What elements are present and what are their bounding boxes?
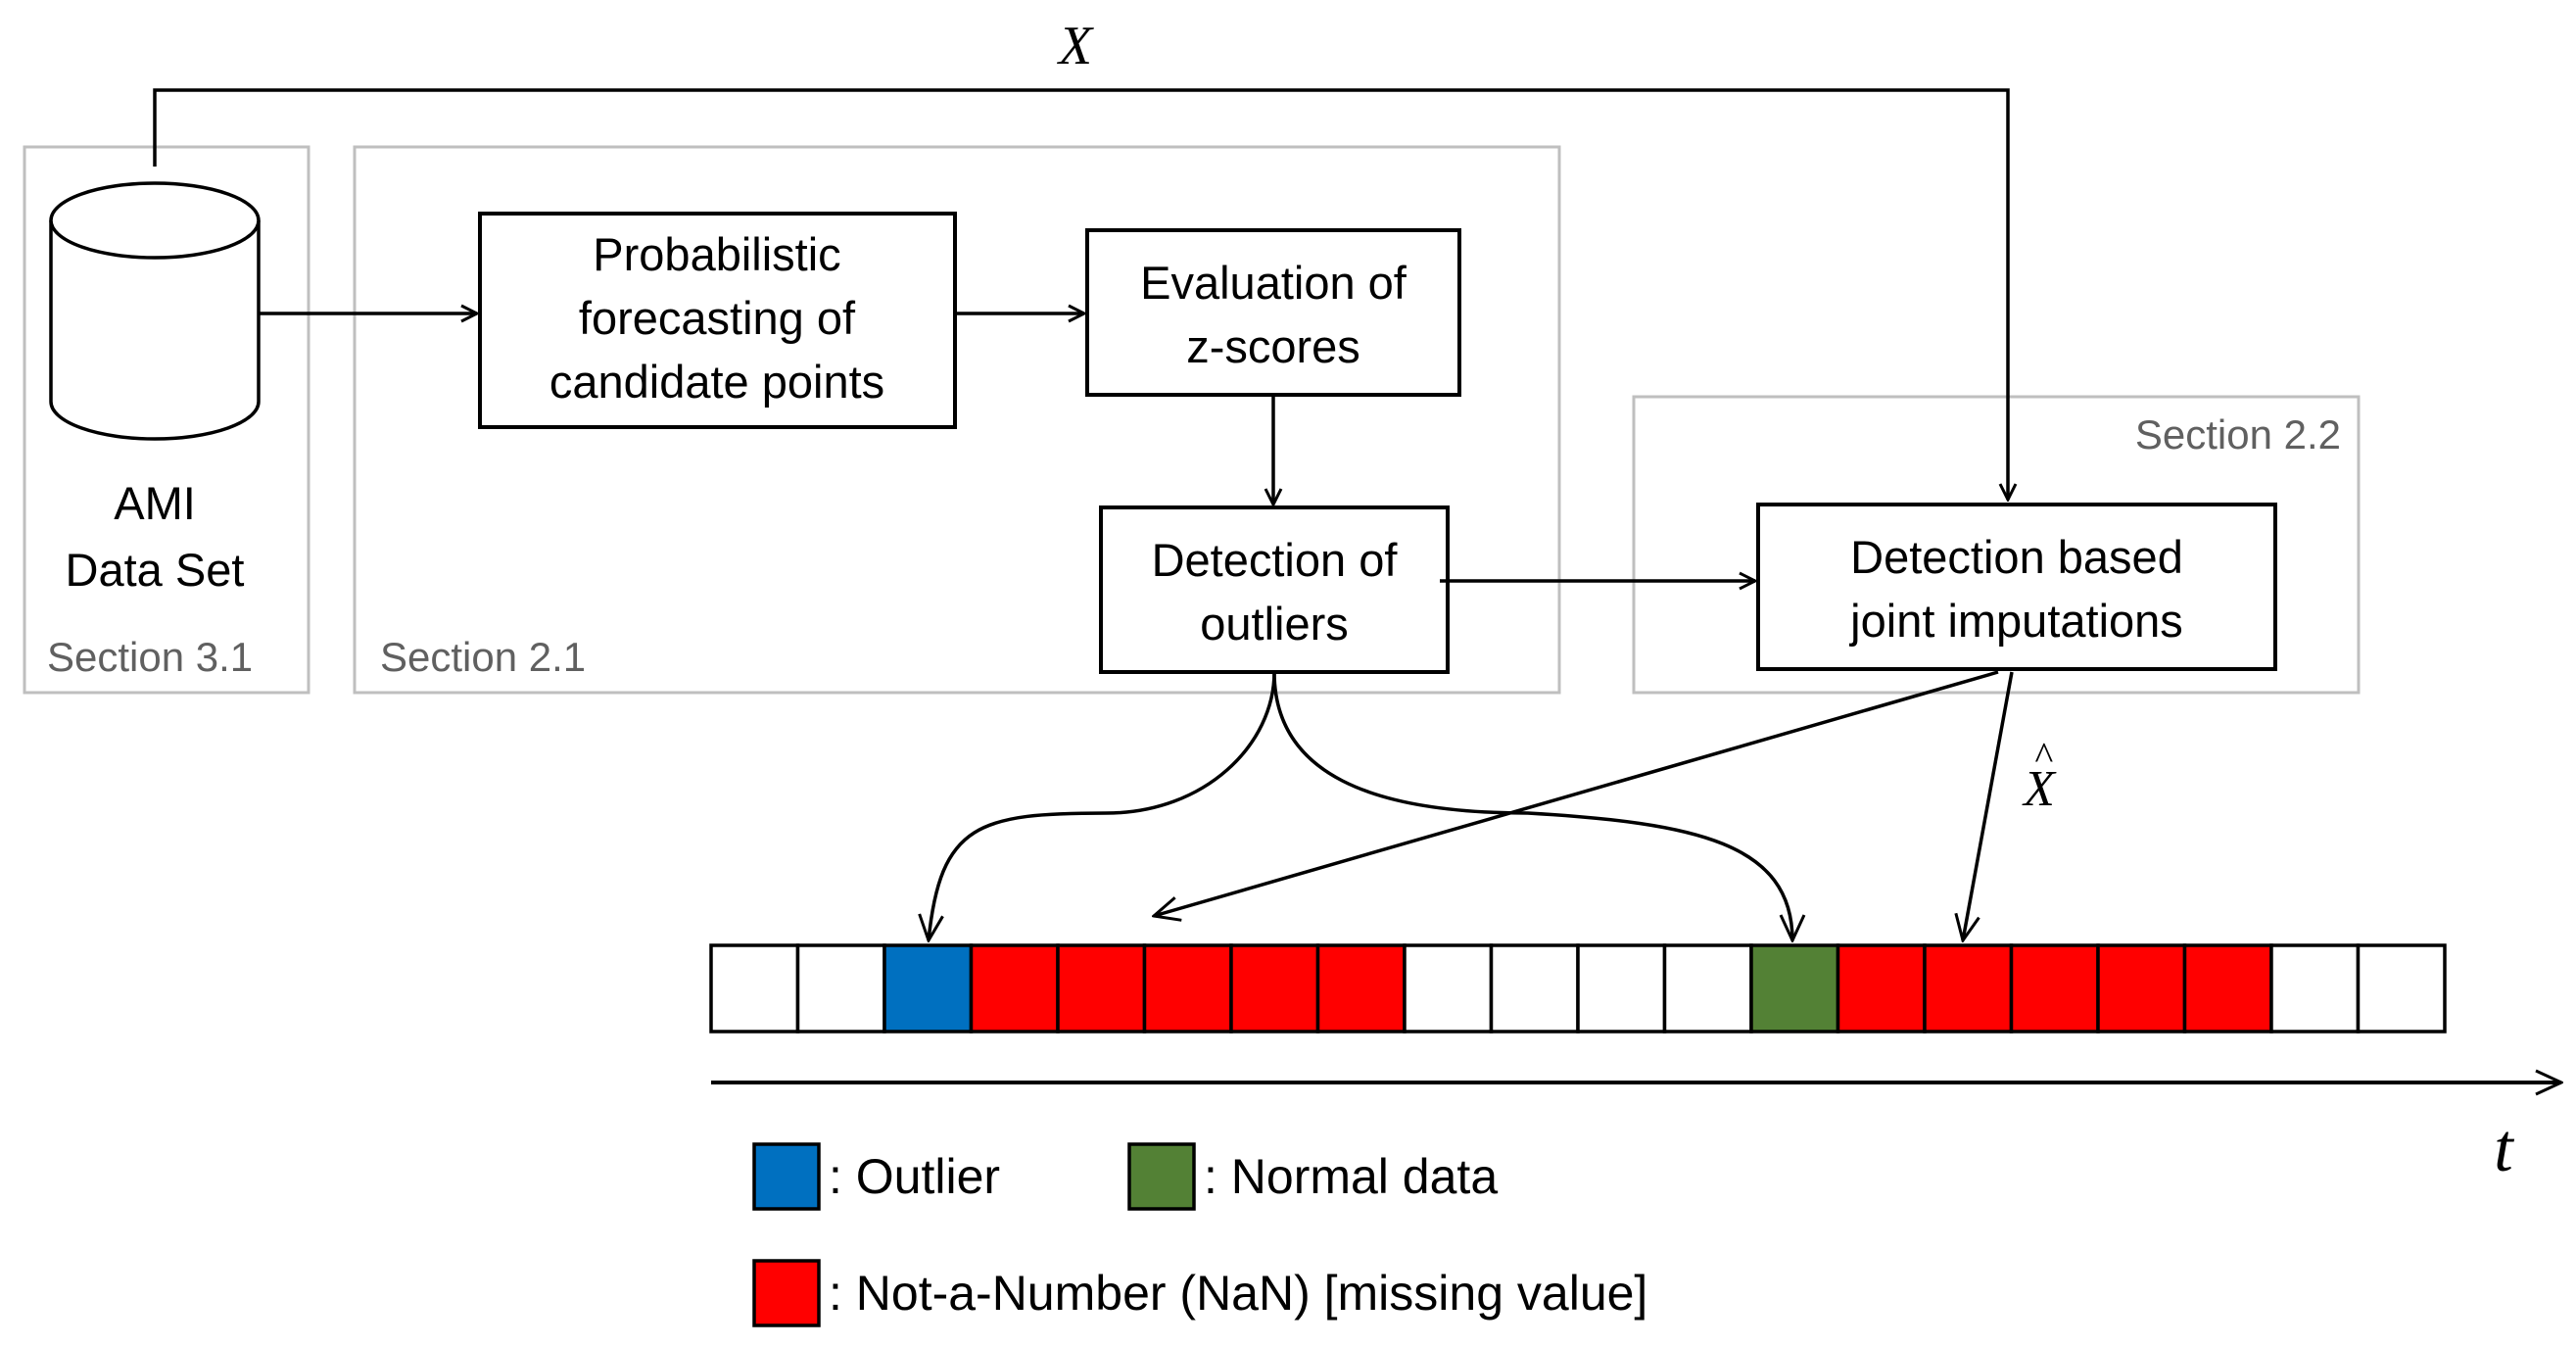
detect-to-outlier-curve xyxy=(929,671,1276,940)
database-icon xyxy=(49,181,261,441)
legend-outlier-label: : Outlier xyxy=(829,1149,1000,1204)
sequence-cell-empty xyxy=(795,943,886,1034)
sequence-cell-outlier xyxy=(883,943,974,1034)
impute-line2: joint imputations xyxy=(1848,595,2183,647)
sequence-cell-empty xyxy=(2356,943,2447,1034)
sequence-cell-empty xyxy=(1576,943,1667,1034)
sequence-cell-nan xyxy=(2182,943,2273,1034)
legend-normal-swatch xyxy=(1127,1142,1196,1211)
x-symbol: X xyxy=(1057,16,1095,76)
section-3-1-label: Section 3.1 xyxy=(47,634,253,680)
section-2-1-frame xyxy=(353,145,1561,695)
sequence-cell-nan xyxy=(1142,943,1233,1034)
sequence-cell-empty xyxy=(1489,943,1580,1034)
impute-line1: Detection based xyxy=(1850,531,2183,583)
sequence-cell-nan xyxy=(2096,943,2187,1034)
sequence-cell-nan xyxy=(969,943,1060,1034)
sequence-cell-nan xyxy=(1923,943,2014,1034)
sequence-cell-empty xyxy=(709,943,800,1034)
impute-to-nan-right-arrow xyxy=(1963,671,2014,940)
sequence-cell-empty xyxy=(1403,943,1494,1034)
sequence-cell-normal xyxy=(1749,943,1840,1034)
database-label-line1: AMI xyxy=(114,477,196,529)
sequence-cell-nan xyxy=(1315,943,1407,1034)
section-2-2-frame xyxy=(1632,395,2361,695)
impute-to-nan-left-arrow xyxy=(1154,670,1999,916)
x-hat-accent: ^ xyxy=(2034,734,2054,778)
detect-to-normal-curve xyxy=(1272,671,1792,940)
section-2-1-label: Section 2.1 xyxy=(380,634,586,680)
sequence-cell-empty xyxy=(2269,943,2361,1034)
forecast-line3: candidate points xyxy=(549,356,884,408)
sequence-cell-nan xyxy=(1836,943,1927,1034)
sequence-cell-nan xyxy=(1229,943,1320,1034)
forecast-line1: Probabilistic xyxy=(593,228,840,280)
legend-normal-label: : Normal data xyxy=(1204,1149,1498,1204)
forecast-line2: forecasting of xyxy=(579,292,856,344)
zscore-line1: Evaluation of xyxy=(1140,257,1407,309)
x-hat-symbol: X xyxy=(2022,761,2057,817)
section-2-2-label: Section 2.2 xyxy=(2135,411,2341,457)
forecast-box xyxy=(478,212,957,429)
sequence-strip xyxy=(709,943,2447,1034)
time-label: t xyxy=(2494,1111,2514,1186)
section-3-1-frame xyxy=(23,145,310,695)
legend-nan-label: : Not-a-Number (NaN) [missing value] xyxy=(829,1266,1647,1321)
x-data-path xyxy=(153,88,2008,500)
detect-line2: outliers xyxy=(1200,598,1349,649)
zscore-line2: z-scores xyxy=(1186,320,1360,372)
sequence-cell-empty xyxy=(1662,943,1753,1034)
sequence-cell-nan xyxy=(2009,943,2100,1034)
detect-box xyxy=(1099,505,1450,674)
sequence-cell-nan xyxy=(1056,943,1147,1034)
legend-outlier-swatch xyxy=(752,1142,821,1211)
impute-box xyxy=(1756,503,2277,671)
legend-nan-swatch xyxy=(752,1259,821,1327)
detect-line1: Detection of xyxy=(1152,534,1399,586)
database-label-line2: Data Set xyxy=(66,544,245,596)
